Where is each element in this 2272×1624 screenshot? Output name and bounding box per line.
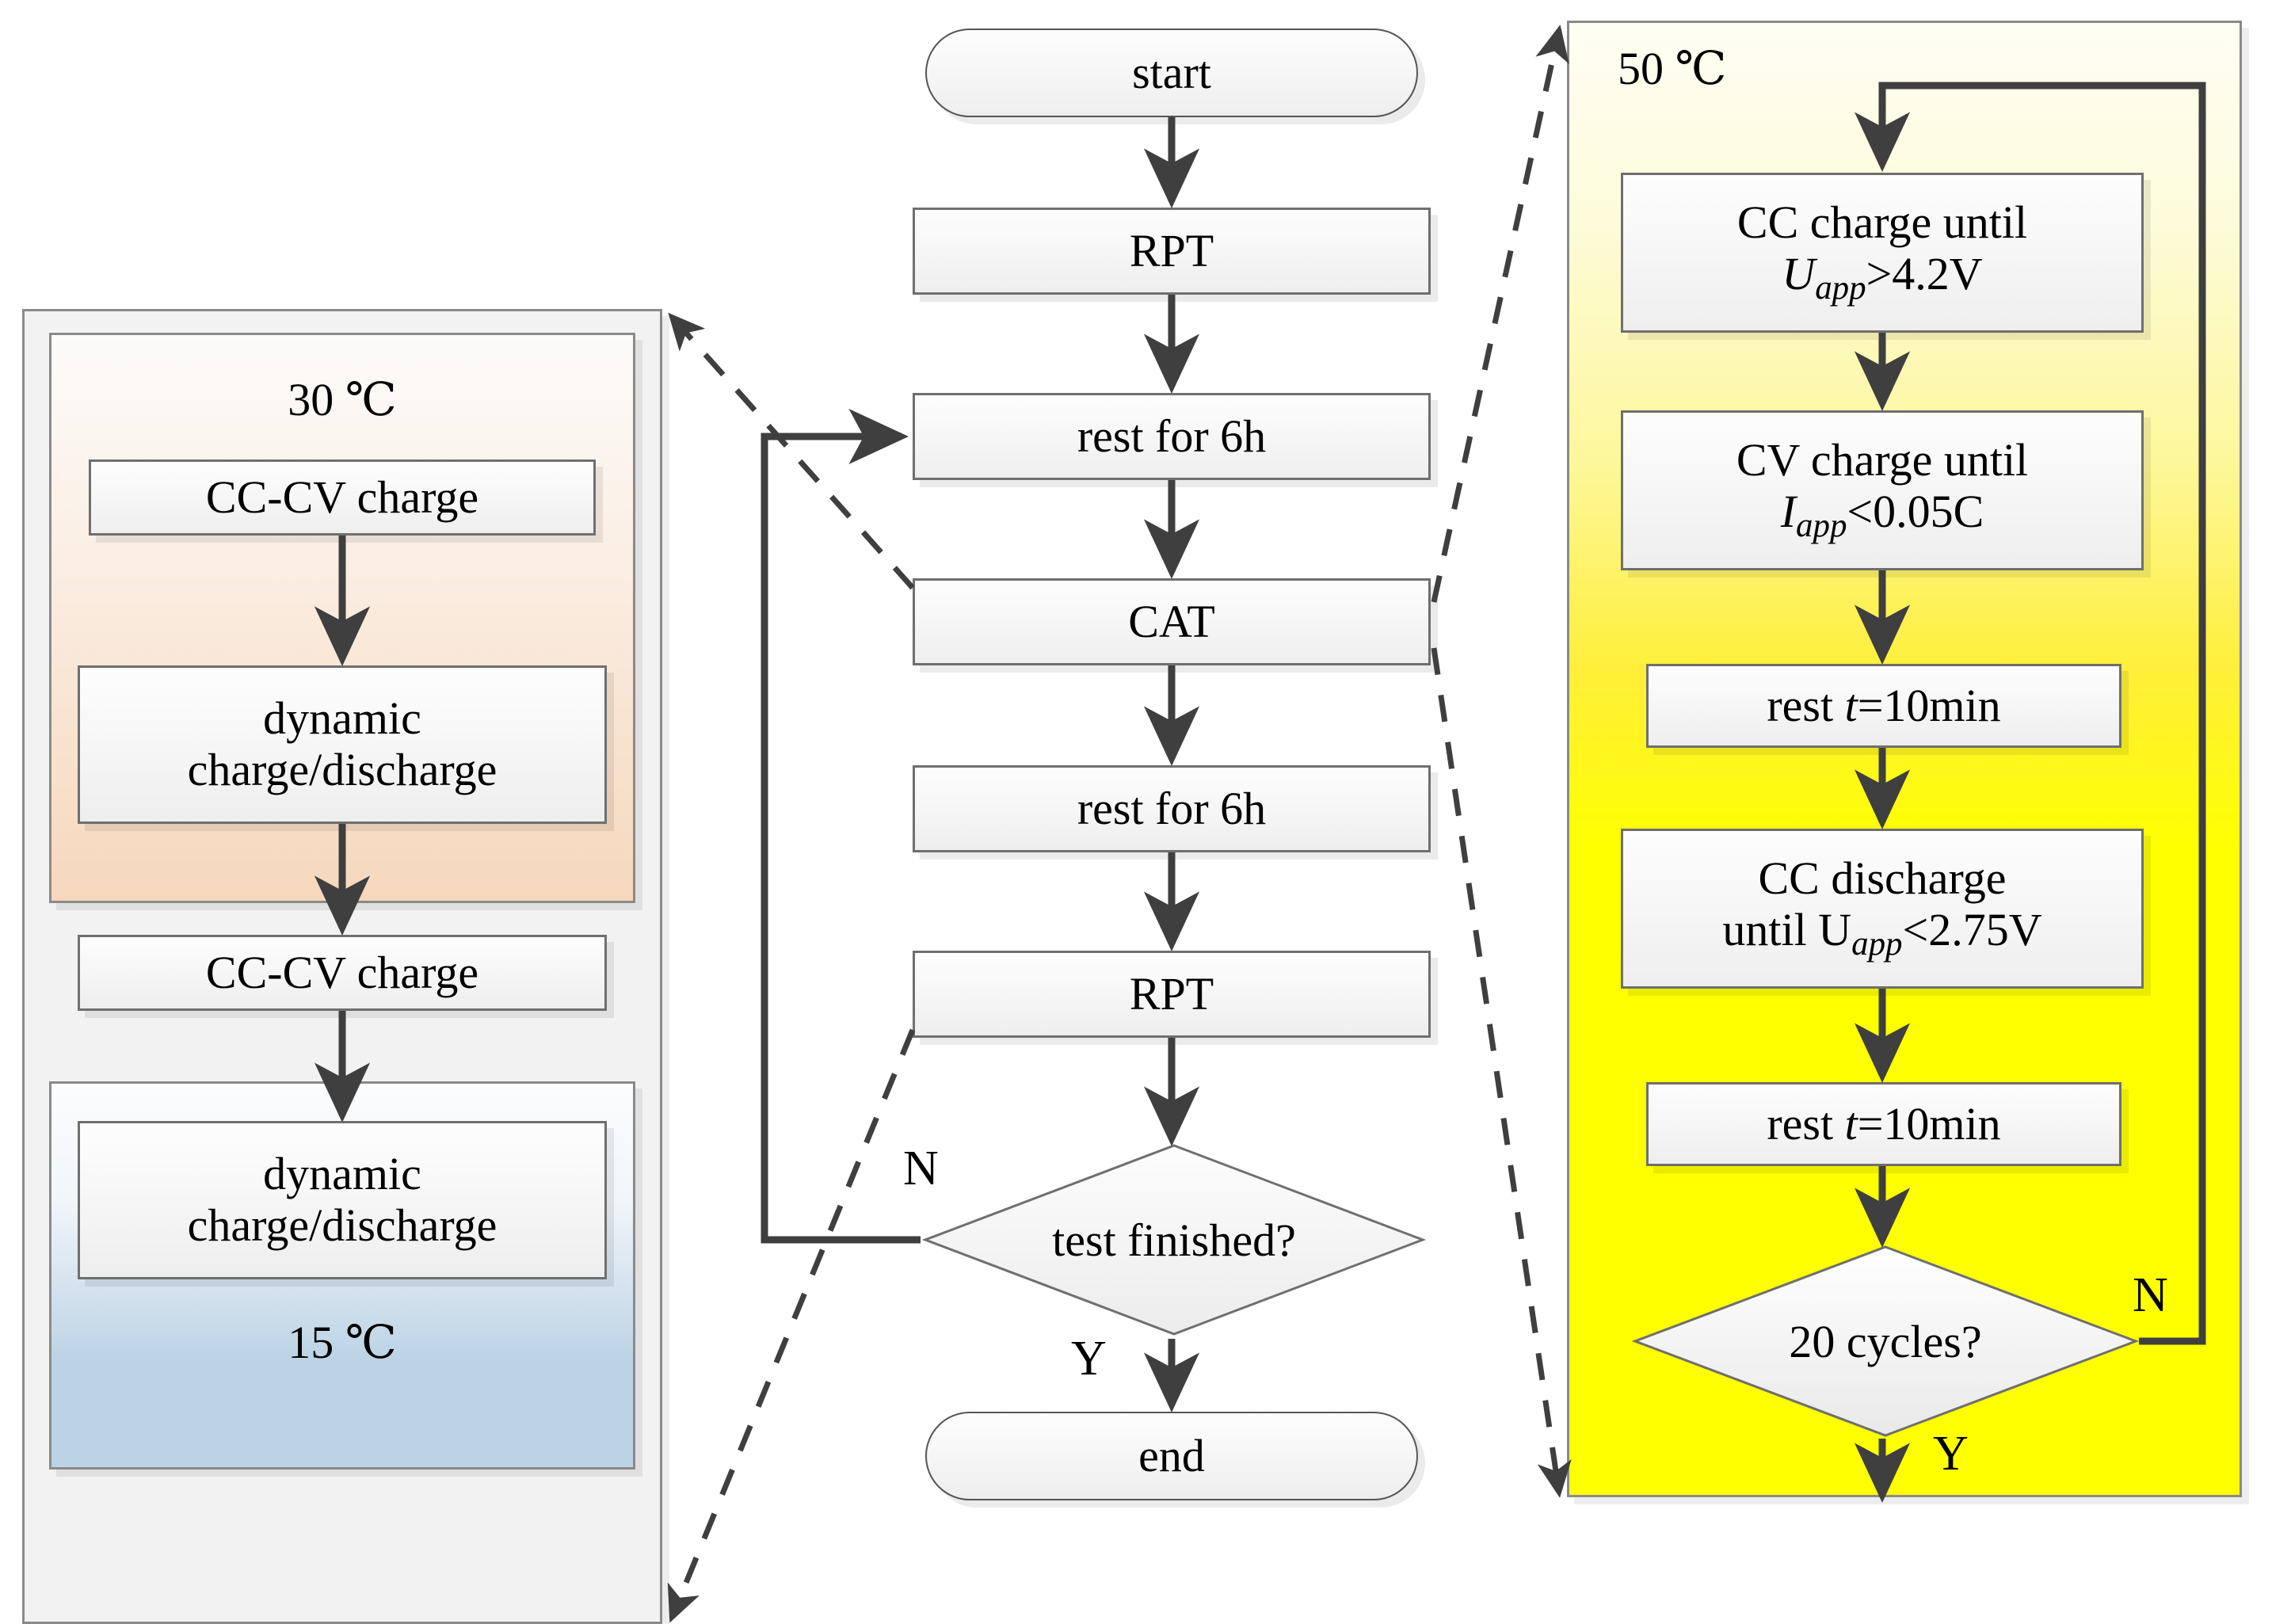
rest-value: =10min [1857, 1097, 2001, 1149]
node-line-2: charge/discharge [187, 1199, 497, 1251]
node-cv-charge: CV charge until Iapp<0.05C [1621, 410, 2144, 570]
symbol-subscript: app [1851, 925, 1903, 963]
node-line-1: CC discharge [1758, 852, 2007, 905]
callout-cat-to-left-panel-top [668, 312, 915, 590]
node-line-2: until Uapp<2.75V [1722, 904, 2042, 963]
right-panel-temperature-label: 50 ℃ [1618, 43, 1727, 94]
node-rest-6h-1: rest for 6h [913, 393, 1431, 480]
left-cold-zone-temperature-label: 15 ℃ [288, 1317, 397, 1368]
node-rest-10min-2: rest t=10min [1646, 1082, 2121, 1166]
node-cc-discharge: CC discharge until Uapp<2.75V [1621, 829, 2144, 989]
node-cc-charge: CC charge until Uapp>4.2V [1621, 173, 2144, 333]
node-cc-cv-charge-1: CC-CV charge [89, 459, 596, 536]
node-line-1: rest t=10min [1767, 680, 2000, 732]
node-line-2: Iapp<0.05C [1781, 486, 1984, 545]
node-test-finished: test finished? [921, 1141, 1428, 1339]
rest-value: =10min [1857, 679, 2001, 731]
symbol-condition: <0.05C [1847, 486, 1984, 538]
branch-label-no-middle: N [903, 1142, 939, 1195]
branch-label-no-right: N [2133, 1268, 2168, 1322]
symbol-t: t [1844, 679, 1858, 731]
symbol-subscript: app [1815, 269, 1866, 307]
node-line-1: dynamic [263, 1148, 421, 1200]
node-line-1: CC charge until [1736, 196, 2028, 249]
node-twenty-cycles-label: 20 cycles? [1789, 1315, 1982, 1367]
node-test-finished-label: test finished? [1052, 1214, 1296, 1266]
node-twenty-cycles: 20 cycles? [1632, 1244, 2139, 1439]
symbol-t: t [1844, 1097, 1858, 1149]
symbol-condition: >4.2V [1866, 248, 1983, 300]
branch-label-yes-right: Y [1933, 1427, 1969, 1481]
until-u: until U [1722, 904, 1852, 956]
symbol-u: U [1782, 248, 1816, 300]
node-line-2: charge/discharge [187, 744, 497, 795]
node-cat: CAT [913, 578, 1431, 665]
symbol-subscript: app [1796, 507, 1847, 545]
node-rpt-2: RPT [913, 951, 1431, 1038]
left-hot-zone-temperature-label: 30 ℃ [288, 374, 397, 425]
rest-word: rest [1767, 1097, 1845, 1149]
node-line-1: rest t=10min [1767, 1097, 2001, 1150]
rest-word: rest [1767, 679, 1845, 731]
node-end: end [925, 1412, 1418, 1500]
node-rpt-1: RPT [913, 208, 1431, 295]
node-rest-6h-2: rest for 6h [913, 765, 1431, 852]
node-dynamic-charge-discharge-1: dynamic charge/discharge [78, 665, 607, 824]
callout-rpt2-to-left-panel-bottom [667, 1028, 916, 1623]
branch-label-yes-middle: Y [1071, 1332, 1107, 1386]
symbol-i: I [1780, 486, 1797, 538]
loop-no-to-rest1 [761, 408, 921, 1244]
callout-cat-to-right-panel-bottom [1431, 647, 1572, 1498]
node-line-2: Uapp>4.2V [1782, 248, 1983, 307]
node-line-1: CV charge until [1736, 434, 2029, 486]
node-cc-cv-charge-2: CC-CV charge [78, 935, 607, 1011]
callout-cat-to-right-panel-top [1431, 25, 1569, 603]
node-line-1: dynamic [263, 692, 421, 745]
symbol-condition: <2.75V [1902, 904, 2042, 956]
node-rest-10min-1: rest t=10min [1646, 664, 2121, 748]
node-dynamic-charge-discharge-2: dynamic charge/discharge [78, 1121, 607, 1279]
node-start: start [925, 29, 1418, 117]
